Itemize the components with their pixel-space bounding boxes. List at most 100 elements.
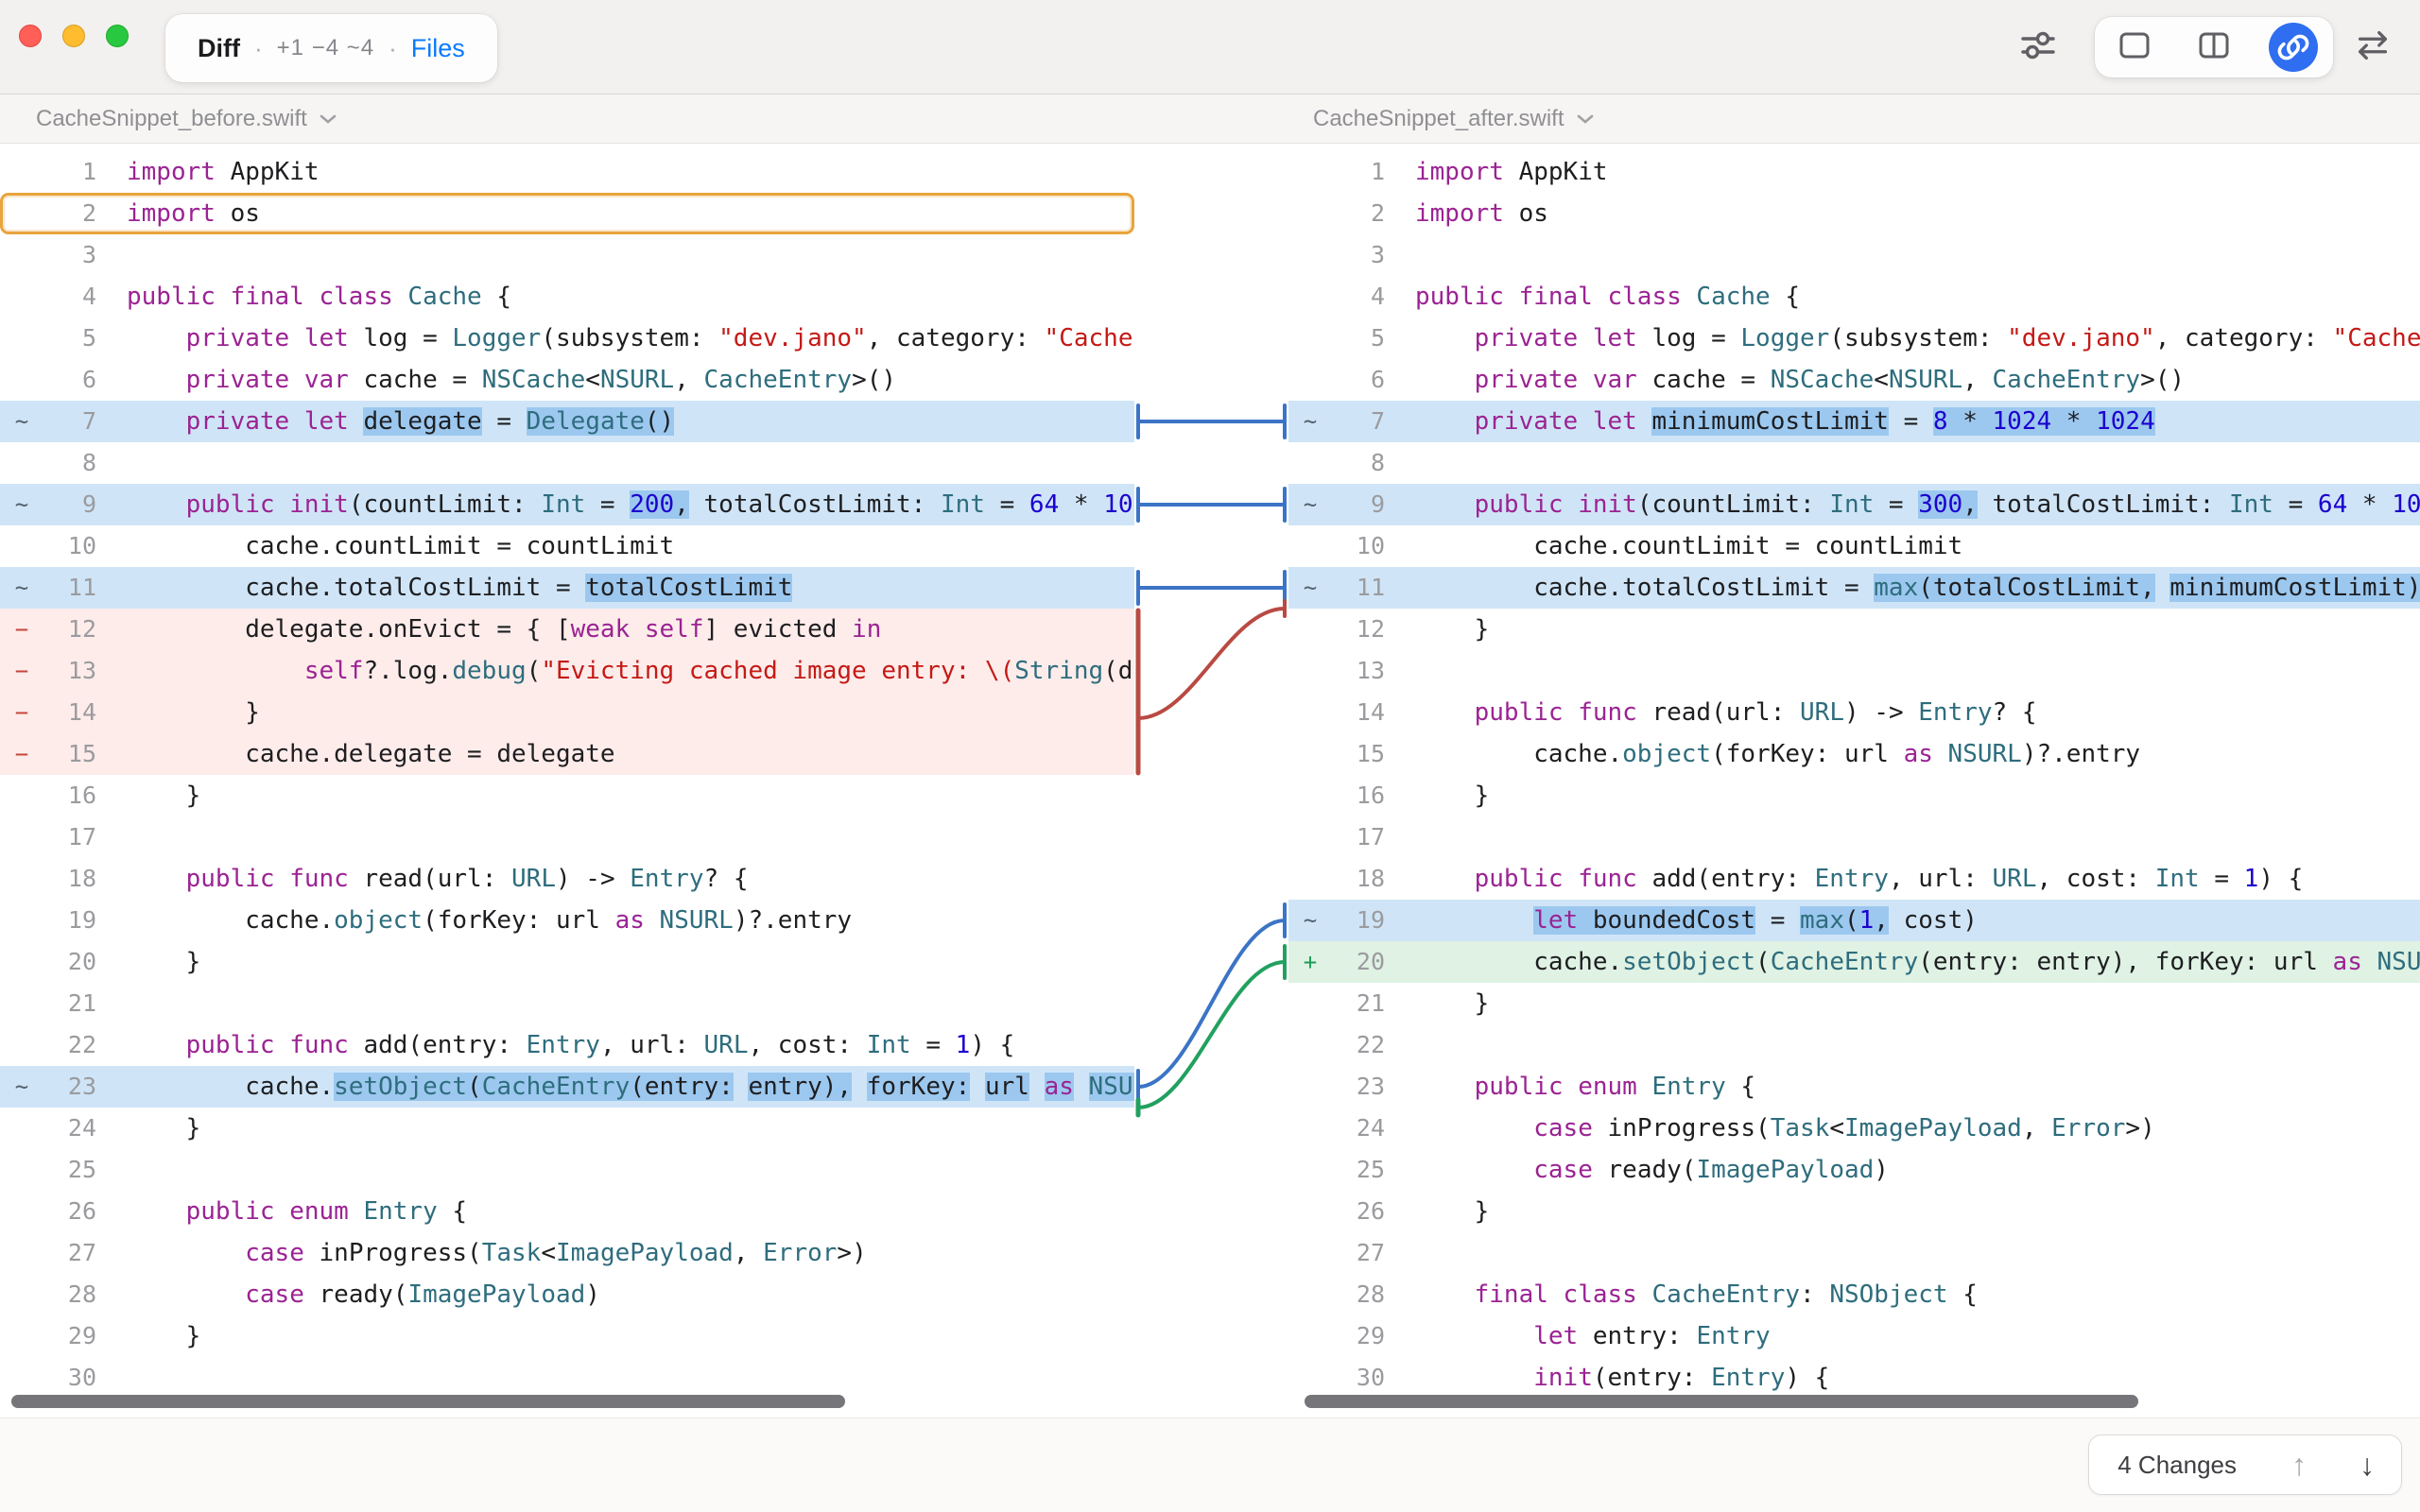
code-line[interactable]: −15 cache.delegate = delegate bbox=[0, 733, 1134, 775]
code-text: } bbox=[96, 1315, 1134, 1357]
code-line[interactable]: 29 let entry: Entry bbox=[1288, 1315, 2420, 1357]
split-pane-button[interactable] bbox=[2174, 17, 2254, 77]
code-text: public enum Entry { bbox=[96, 1191, 1134, 1232]
files-link[interactable]: Files bbox=[410, 33, 465, 62]
code-line[interactable]: ~23 cache.setObject(CacheEntry(entry: en… bbox=[0, 1066, 1134, 1108]
code-line[interactable]: ~11 cache.totalCostLimit = max(totalCost… bbox=[1288, 567, 2420, 609]
code-line[interactable]: 10 cache.countLimit = countLimit bbox=[1288, 525, 2420, 567]
code-token: NSObject bbox=[1829, 1280, 1948, 1309]
linked-diff-button[interactable] bbox=[2254, 17, 2333, 77]
code-line[interactable]: 18 public func add(entry: Entry, url: UR… bbox=[1288, 858, 2420, 900]
previous-change-button[interactable]: ↑ bbox=[2265, 1435, 2333, 1494]
code-line[interactable]: 24 case inProgress(Task<ImagePayload, Er… bbox=[1288, 1108, 2420, 1149]
code-line[interactable]: ~9 public init(countLimit: Int = 200, to… bbox=[0, 484, 1134, 525]
code-line[interactable]: ~7 private let minimumCostLimit = 8 * 10… bbox=[1288, 401, 2420, 442]
code-line[interactable]: 16 } bbox=[0, 775, 1134, 816]
code-line[interactable]: ~19 let boundedCost = max(1, cost) bbox=[1288, 900, 2420, 941]
close-button[interactable] bbox=[19, 25, 42, 47]
code-line[interactable]: 3 bbox=[1288, 234, 2420, 276]
line-number: 15 bbox=[1356, 740, 1385, 767]
code-text: } bbox=[96, 692, 1134, 733]
right-file-selector[interactable]: CacheSnippet_after.swift bbox=[1288, 94, 2420, 143]
code-token: ImagePayload bbox=[555, 1239, 734, 1267]
code-line[interactable]: −13 self?.log.debug("Evicting cached ima… bbox=[0, 650, 1134, 692]
code-line[interactable]: 23 public enum Entry { bbox=[1288, 1066, 2420, 1108]
code-line[interactable]: 12 } bbox=[1288, 609, 2420, 650]
swap-sides-button[interactable] bbox=[2350, 25, 2395, 70]
code-token: delegate bbox=[363, 407, 482, 436]
code-line[interactable]: 10 cache.countLimit = countLimit bbox=[0, 525, 1134, 567]
code-token: setObject bbox=[334, 1073, 468, 1101]
code-line[interactable]: 30 bbox=[0, 1357, 1134, 1391]
code-line[interactable]: 14 public func read(url: URL) -> Entry? … bbox=[1288, 692, 2420, 733]
code-line[interactable]: 5 private let log = Logger(subsystem: "d… bbox=[0, 318, 1134, 359]
code-line[interactable]: 21 } bbox=[1288, 983, 2420, 1024]
code-line[interactable]: 26 } bbox=[1288, 1191, 2420, 1232]
code-line[interactable]: 17 bbox=[0, 816, 1134, 858]
code-line[interactable]: 16 } bbox=[1288, 775, 2420, 816]
code-line[interactable]: 3 bbox=[0, 234, 1134, 276]
code-line[interactable]: 25 case ready(ImagePayload) bbox=[1288, 1149, 2420, 1191]
code-line[interactable]: 15 cache.object(forKey: url as NSURL)?.e… bbox=[1288, 733, 2420, 775]
code-line[interactable]: 29 } bbox=[0, 1315, 1134, 1357]
code-token: Entry bbox=[1814, 865, 1889, 893]
code-line[interactable]: 28 final class CacheEntry: NSObject { bbox=[1288, 1274, 2420, 1315]
code-line[interactable]: 22 bbox=[1288, 1024, 2420, 1066]
code-line[interactable]: +20 cache.setObject(CacheEntry(entry: en… bbox=[1288, 941, 2420, 983]
change-marker bbox=[0, 983, 43, 1024]
fullscreen-button[interactable] bbox=[106, 25, 129, 47]
code-line[interactable]: 30 init(entry: Entry) { bbox=[1288, 1357, 2420, 1391]
code-line[interactable]: 13 bbox=[1288, 650, 2420, 692]
code-line[interactable]: 8 bbox=[1288, 442, 2420, 484]
code-line[interactable]: 27 case inProgress(Task<ImagePayload, Er… bbox=[0, 1232, 1134, 1274]
code-line[interactable]: 27 bbox=[1288, 1232, 2420, 1274]
left-horizontal-scrollbar[interactable] bbox=[11, 1395, 845, 1408]
code-line[interactable]: 19 cache.object(forKey: url as NSURL)?.e… bbox=[0, 900, 1134, 941]
left-file-selector[interactable]: CacheSnippet_before.swift bbox=[0, 94, 1134, 143]
code-line[interactable]: 20 } bbox=[0, 941, 1134, 983]
code-line[interactable]: 17 bbox=[1288, 816, 2420, 858]
minimize-button[interactable] bbox=[62, 25, 85, 47]
single-pane-button[interactable] bbox=[2095, 17, 2174, 77]
code-line[interactable]: 28 case ready(ImagePayload) bbox=[0, 1274, 1134, 1315]
code-line[interactable]: 8 bbox=[0, 442, 1134, 484]
code-line[interactable]: ~9 public init(countLimit: Int = 300, to… bbox=[1288, 484, 2420, 525]
code-line[interactable]: 24 } bbox=[0, 1108, 1134, 1149]
code-token bbox=[1415, 407, 1475, 436]
code-line[interactable]: 5 private let log = Logger(subsystem: "d… bbox=[1288, 318, 2420, 359]
code-line[interactable]: 6 private var cache = NSCache<NSURL, Cac… bbox=[0, 359, 1134, 401]
code-token: NSURL bbox=[1888, 366, 1963, 394]
filter-button[interactable] bbox=[2015, 25, 2061, 70]
right-horizontal-scrollbar[interactable] bbox=[1305, 1395, 2138, 1408]
code-token: Logger bbox=[452, 324, 542, 352]
code-token: ) bbox=[1874, 1156, 1889, 1184]
code-line[interactable]: ~7 private let delegate = Delegate() bbox=[0, 401, 1134, 442]
code-token: (entry: entry), forKey: url bbox=[1918, 948, 2333, 976]
next-change-button[interactable]: ↓ bbox=[2333, 1435, 2401, 1494]
line-number: 20 bbox=[67, 948, 96, 975]
change-marker bbox=[0, 1108, 43, 1149]
code-line[interactable]: ~11 cache.totalCostLimit = totalCostLimi… bbox=[0, 567, 1134, 609]
code-token bbox=[127, 865, 186, 893]
code-line[interactable]: 21 bbox=[0, 983, 1134, 1024]
code-line[interactable]: −12 delegate.onEvict = { [weak self] evi… bbox=[0, 609, 1134, 650]
diff-tab[interactable]: Diff · +1 −4 ~4 · Files bbox=[165, 14, 497, 82]
line-number: 14 bbox=[67, 698, 96, 726]
code-line[interactable]: 25 bbox=[0, 1149, 1134, 1191]
code-line[interactable]: 18 public func read(url: URL) -> Entry? … bbox=[0, 858, 1134, 900]
code-line[interactable]: 26 public enum Entry { bbox=[0, 1191, 1134, 1232]
code-line[interactable]: 22 public func add(entry: Entry, url: UR… bbox=[0, 1024, 1134, 1066]
code-line[interactable]: −14 } bbox=[0, 692, 1134, 733]
code-line[interactable]: 6 private var cache = NSCache<NSURL, Cac… bbox=[1288, 359, 2420, 401]
code-token: public func bbox=[1474, 865, 1652, 893]
code-token bbox=[127, 490, 186, 519]
code-token: "Evicting cached image entry: \( bbox=[541, 657, 1015, 685]
